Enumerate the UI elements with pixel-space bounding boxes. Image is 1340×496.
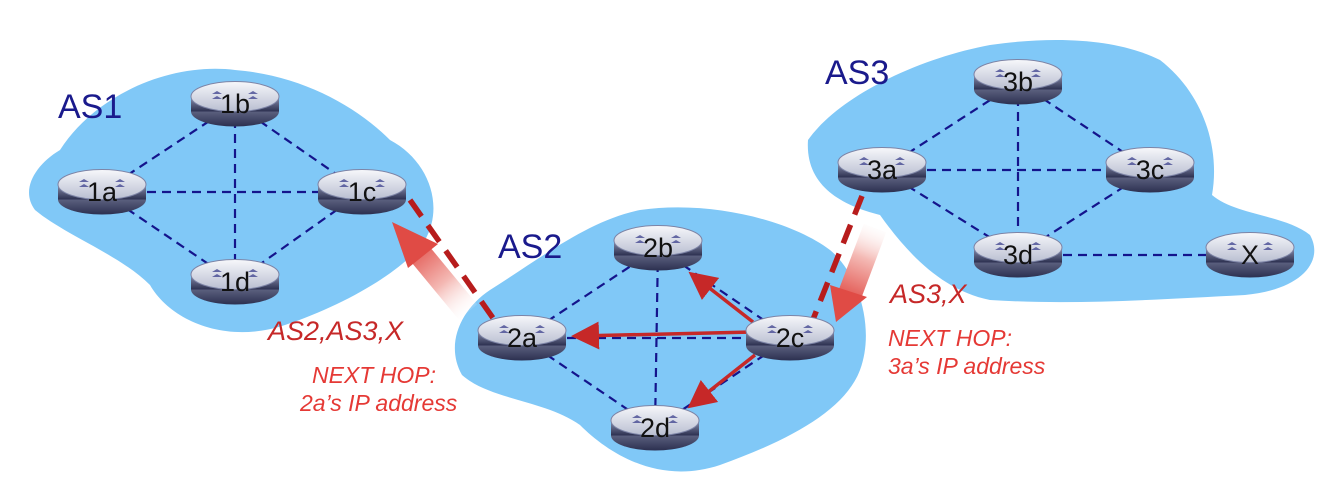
link-3b-3c <box>1017 81 1151 171</box>
router-x: X <box>1205 232 1295 278</box>
as3-label: AS3 <box>825 54 889 92</box>
link-3a-3d <box>881 169 1019 256</box>
link-1c-1d <box>234 191 363 283</box>
as1-label: AS1 <box>58 88 122 126</box>
advertisement-arrow-to-as2 <box>830 223 887 322</box>
as2-as3-x-path-label: AS2,AS3,X <box>266 316 404 346</box>
router-3b: 3b <box>973 59 1063 105</box>
router-2a: 2a <box>477 315 567 361</box>
as3-x-path-label: AS3,X <box>888 279 968 309</box>
next-hop-label-as2: NEXT HOP: <box>888 325 1012 351</box>
router-label-3a: 3a <box>867 155 898 185</box>
router-label-1c: 1c <box>348 177 377 207</box>
router-1d: 1d <box>190 259 280 305</box>
router-1c: 1c <box>317 169 407 215</box>
as2-cloud <box>454 207 866 472</box>
router-2d: 2d <box>610 405 700 451</box>
routers: 1a 1b 1c 1d 2a 2b 2c 2d 3a 3b 3c 3d X <box>57 59 1295 451</box>
as1-cloud <box>29 68 434 333</box>
router-3d: 3d <box>973 232 1063 278</box>
ebgp-link-1c-2a <box>407 198 496 320</box>
router-label-3c: 3c <box>1136 155 1165 185</box>
router-label-3d: 3d <box>1003 240 1033 270</box>
router-1a: 1a <box>57 169 147 215</box>
router-3a: 3a <box>837 147 927 193</box>
ebgp-link-2c-3a <box>809 194 865 324</box>
advertisement-arrow-to-as1 <box>392 222 478 320</box>
router-label-3b: 3b <box>1003 67 1033 97</box>
router-2c: 2c <box>745 315 835 361</box>
router-2b: 2b <box>613 225 703 271</box>
next-hop-label-as1: NEXT HOP: <box>312 362 436 388</box>
router-label-2c: 2c <box>776 323 805 353</box>
link-2b-2c <box>657 247 791 339</box>
router-1b: 1b <box>190 81 280 127</box>
router-3c: 3c <box>1105 147 1195 193</box>
router-label-1a: 1a <box>87 177 118 207</box>
ebgp-links <box>407 194 865 324</box>
link-1a-1b <box>101 103 236 193</box>
router-label-1d: 1d <box>220 267 250 297</box>
next-hop-value-as2: 3a’s IP address <box>888 353 1046 379</box>
as3-cloud <box>807 40 1315 303</box>
router-label-2d: 2d <box>640 413 670 443</box>
ibgp-propagation-arrows <box>571 271 757 409</box>
next-hop-value-as1: 2a’s IP address <box>299 390 458 416</box>
router-label-2b: 2b <box>643 233 673 263</box>
link-3a-3b <box>881 81 1019 171</box>
as2-label: AS2 <box>498 228 562 266</box>
link-2a-2d <box>521 337 656 429</box>
link-1a-1d <box>101 191 236 283</box>
link-3c-3d <box>1017 169 1151 256</box>
router-label-1b: 1b <box>220 89 250 119</box>
link-2b-2d <box>653 247 660 429</box>
router-label-x: X <box>1241 240 1259 270</box>
router-label-2a: 2a <box>507 323 538 353</box>
